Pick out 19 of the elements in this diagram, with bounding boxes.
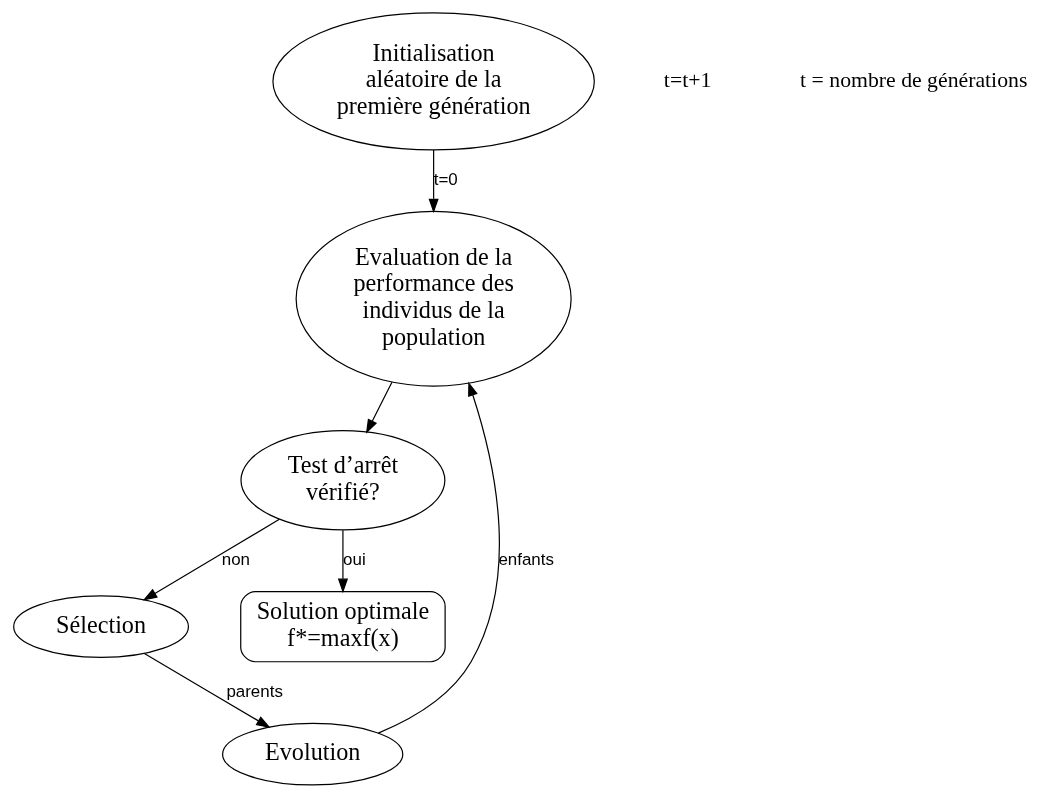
- edge-label: oui: [342, 550, 366, 570]
- arrow: [428, 149, 439, 214]
- node-ellipse: Test d’arrêt vérifié?: [239, 430, 445, 531]
- node-box: Solution optimale f*=maxf(x): [239, 591, 446, 663]
- node-ellipse: Evaluation de la performance des individus de la population: [295, 210, 572, 387]
- node-ellipse: Sélection: [12, 595, 189, 658]
- node-ellipse: Initialisation aléatoire de la première génération: [271, 12, 595, 151]
- arrow: [142, 518, 280, 601]
- arrow: [337, 529, 348, 594]
- edge-label: enfants: [497, 550, 554, 570]
- label: t=t+1: [663, 67, 711, 92]
- edge-label: non: [221, 550, 250, 570]
- edge-label: parents: [225, 682, 283, 702]
- arrow: [143, 652, 271, 729]
- node-ellipse: Evolution: [221, 722, 403, 786]
- edge-label: t=0: [433, 170, 458, 190]
- arrow: [365, 381, 393, 434]
- arrow: [377, 381, 500, 734]
- label: t = nombre de générations: [799, 67, 1027, 92]
